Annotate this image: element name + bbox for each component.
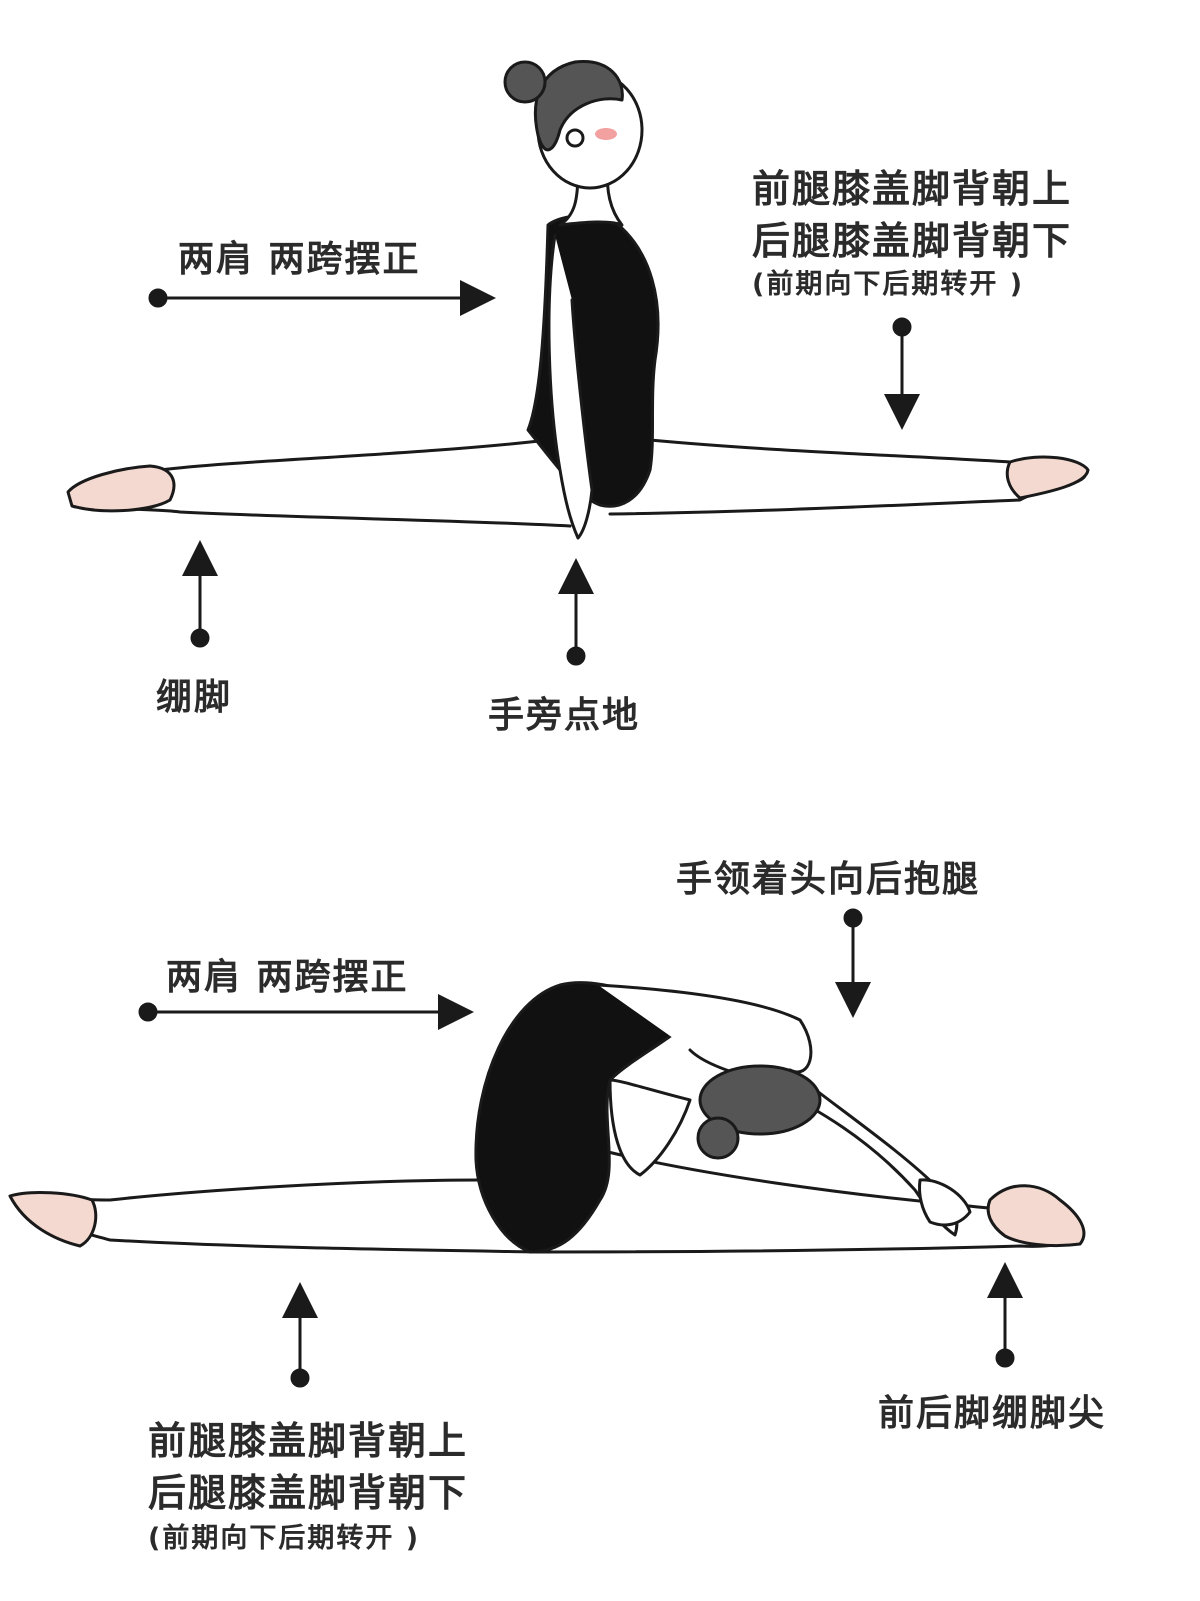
label-back-knee-bottom: 后腿膝盖脚背朝下 (148, 1471, 469, 1515)
label-progression-top: (前期向下后期转开 ) (752, 269, 1025, 300)
label-progression-bottom: (前期向下后期转开 ) (148, 1523, 421, 1554)
bottom-arrows (138, 908, 1023, 1388)
label-hands-floor: 手旁点地 (488, 695, 641, 736)
label-toes-pointed: 前后脚绷脚尖 (878, 1393, 1107, 1434)
top-arrows (148, 280, 920, 666)
label-front-knee-top: 前腿膝盖脚背朝上 (752, 167, 1073, 211)
label-pointed-foot: 绷脚 (156, 677, 233, 718)
dancer-backbend-split (8, 981, 1086, 1254)
label-shoulders-hips-top: 两肩 两跨摆正 (178, 239, 421, 280)
label-back-knee-top: 后腿膝盖脚背朝下 (752, 219, 1073, 263)
dancer-upright-split (66, 60, 1090, 540)
label-front-knee-bottom: 前腿膝盖脚背朝上 (148, 1419, 469, 1463)
label-hands-lead-head: 手领着头向后抱腿 (676, 859, 981, 900)
label-shoulders-hips-bottom: 两肩 两跨摆正 (166, 957, 409, 998)
